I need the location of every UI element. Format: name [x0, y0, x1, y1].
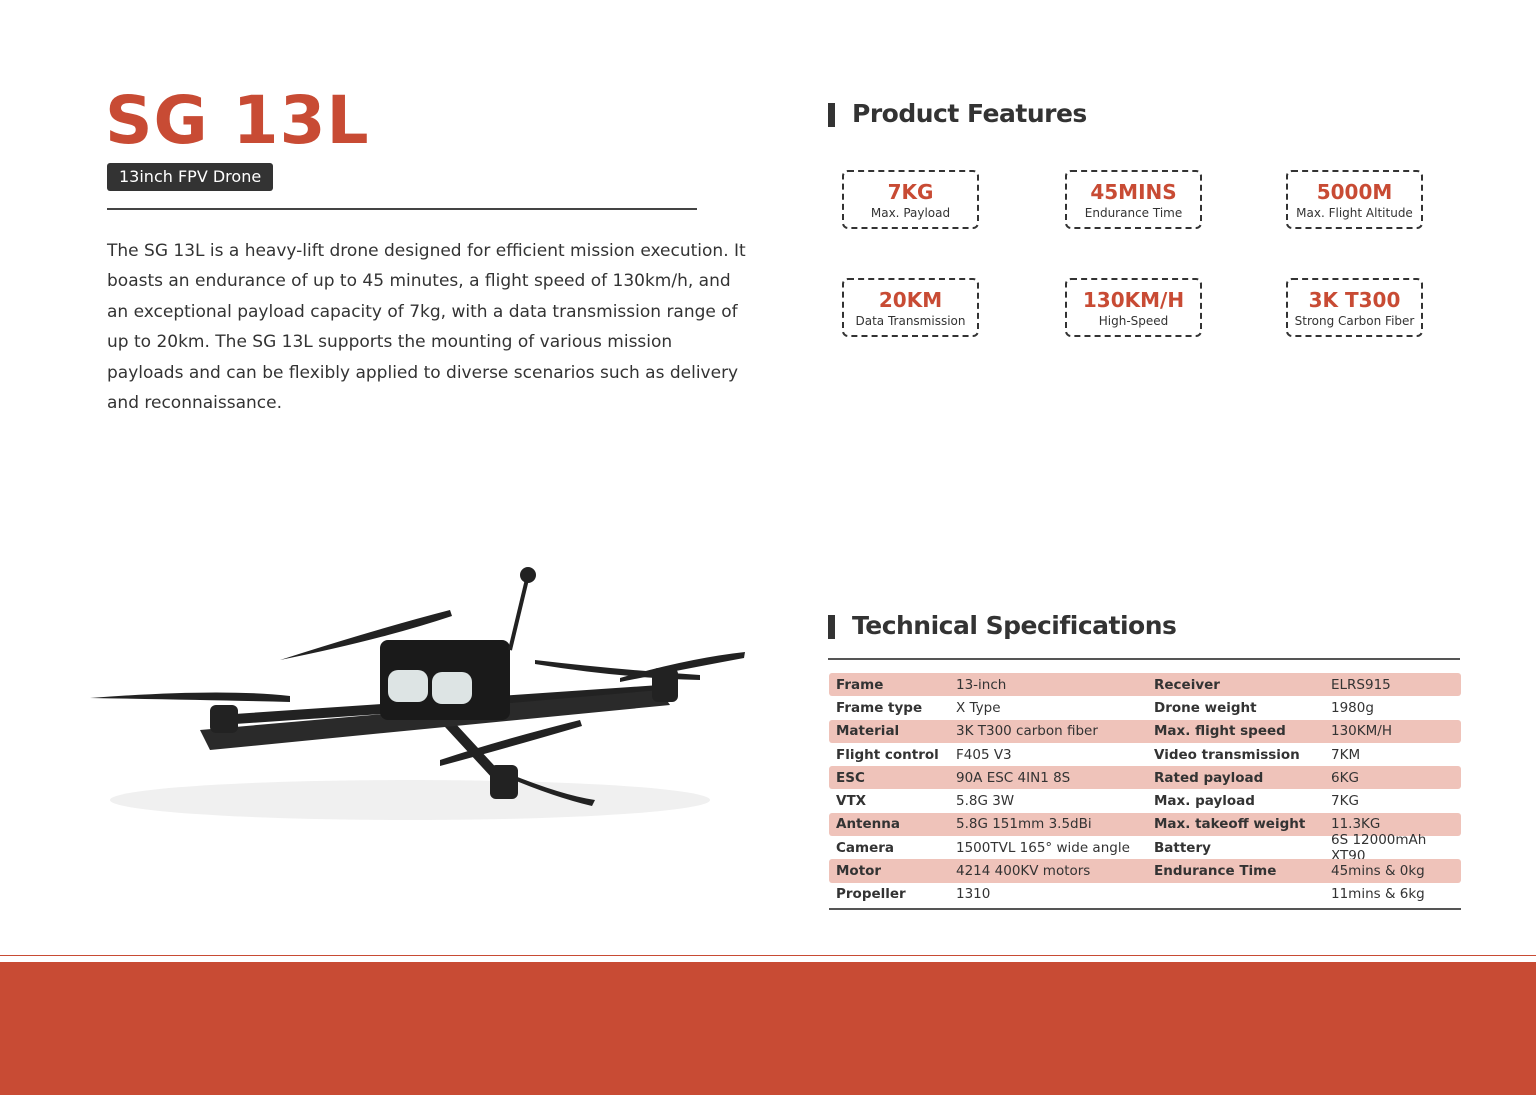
- divider: [829, 908, 1461, 910]
- spec-label: Battery: [1154, 839, 1211, 856]
- spec-value: 7KM: [1331, 746, 1361, 763]
- spec-label: Motor: [836, 863, 882, 880]
- feature-card: 20KM Data Transmission: [842, 278, 979, 337]
- feature-label: High-Speed: [1098, 314, 1169, 328]
- spec-value: F405 V3: [956, 746, 1012, 763]
- spec-label: VTX: [836, 793, 867, 810]
- product-subtitle-badge: 13inch FPV Drone: [107, 163, 274, 191]
- spec-value: 11.3KG: [1331, 816, 1381, 833]
- spec-value: 1980g: [1331, 699, 1374, 716]
- feature-card: 5000M Max. Flight Altitude: [1286, 170, 1423, 229]
- feature-card: 45MINS Endurance Time: [1065, 170, 1202, 229]
- spec-row: ESC 90A ESC 4IN1 8S Rated payload 6KG: [829, 766, 1461, 790]
- feature-value: 7KG: [887, 180, 934, 204]
- spec-row: Flight control F405 V3 Video transmission 7…: [829, 743, 1461, 766]
- spec-value: 5.8G 3W: [956, 793, 1015, 810]
- feature-value: 5000M: [1316, 180, 1393, 204]
- spec-row: Frame type X Type Drone weight 1980g: [829, 696, 1461, 719]
- spec-value: 5.8G 151mm 3.5dBi: [956, 816, 1092, 833]
- spec-label: Frame type: [836, 699, 923, 716]
- spec-label: ESC: [836, 769, 865, 786]
- spec-row: Propeller 1310 11mins & 6kg: [829, 883, 1461, 906]
- spec-row: Motor 4214 400KV motors Endurance Time 45mi…: [829, 859, 1461, 883]
- divider: [828, 658, 1460, 660]
- spec-label: Frame: [836, 676, 884, 693]
- feature-value: 20KM: [878, 288, 943, 312]
- spec-label: Drone weight: [1154, 699, 1257, 716]
- spec-label: Max. flight speed: [1154, 723, 1286, 740]
- spec-label: Flight control: [836, 746, 939, 763]
- features-heading: Product Features: [828, 99, 1087, 128]
- spec-value: 11mins & 6kg: [1331, 886, 1425, 903]
- feature-card: 7KG Max. Payload: [842, 170, 979, 229]
- spec-value: 1310: [956, 886, 991, 903]
- spec-value: 7KG: [1331, 793, 1359, 810]
- spec-value: X Type: [956, 699, 1001, 716]
- feature-value: 45MINS: [1090, 180, 1177, 204]
- divider: [107, 208, 697, 210]
- drone-image: [90, 567, 745, 820]
- spec-value: 130KM/H: [1331, 723, 1392, 740]
- spec-value: 6KG: [1331, 769, 1359, 786]
- spec-label: Material: [836, 723, 900, 740]
- spec-label: Receiver: [1154, 676, 1220, 693]
- spec-value: 1500TVL 165° wide angle: [956, 839, 1130, 856]
- spec-value: 90A ESC 4IN1 8S: [956, 769, 1071, 786]
- feature-label: Strong Carbon Fiber: [1294, 314, 1415, 328]
- product-description: The SG 13L is a heavy-lift drone designe…: [107, 241, 746, 414]
- feature-value: 130KM/H: [1082, 288, 1185, 312]
- spec-label: Video transmission: [1154, 746, 1300, 763]
- spec-label: Max. payload: [1154, 793, 1255, 810]
- spec-label: Endurance Time: [1154, 863, 1277, 880]
- spec-value: 3K T300 carbon fiber: [956, 723, 1098, 740]
- spec-value: 13-inch: [956, 676, 1007, 693]
- feature-label: Data Transmission: [855, 314, 966, 328]
- product-title: SG 13L: [105, 82, 370, 159]
- spec-label: Max. takeoff weight: [1154, 816, 1306, 833]
- feature-label: Max. Flight Altitude: [1296, 206, 1413, 220]
- spec-row: VTX 5.8G 3W Max. payload 7KG: [829, 789, 1461, 812]
- spec-label: Propeller: [836, 886, 906, 903]
- spec-row: Frame 13-inch Receiver ELRS915: [829, 673, 1461, 697]
- spec-value: 4214 400KV motors: [956, 863, 1091, 880]
- feature-value: 3K T300: [1308, 288, 1401, 312]
- spec-label: Rated payload: [1154, 769, 1264, 786]
- footer-line: [0, 955, 1536, 956]
- feature-label: Max. Payload: [870, 206, 951, 220]
- spec-label: Camera: [836, 839, 895, 856]
- specs-heading: Technical Specifications: [828, 611, 1177, 640]
- spec-row: Material 3K T300 carbon fiber Max. flight …: [829, 719, 1461, 743]
- footer-band: [0, 962, 1536, 1095]
- spec-row: Antenna 5.8G 151mm 3.5dBi Max. takeoff wei…: [829, 812, 1461, 837]
- spec-value: ELRS915: [1331, 676, 1391, 693]
- feature-card: 130KM/H High-Speed: [1065, 278, 1202, 337]
- spec-label: Antenna: [836, 816, 900, 833]
- feature-label: Endurance Time: [1084, 206, 1183, 220]
- spec-value: 45mins & 0kg: [1331, 863, 1425, 880]
